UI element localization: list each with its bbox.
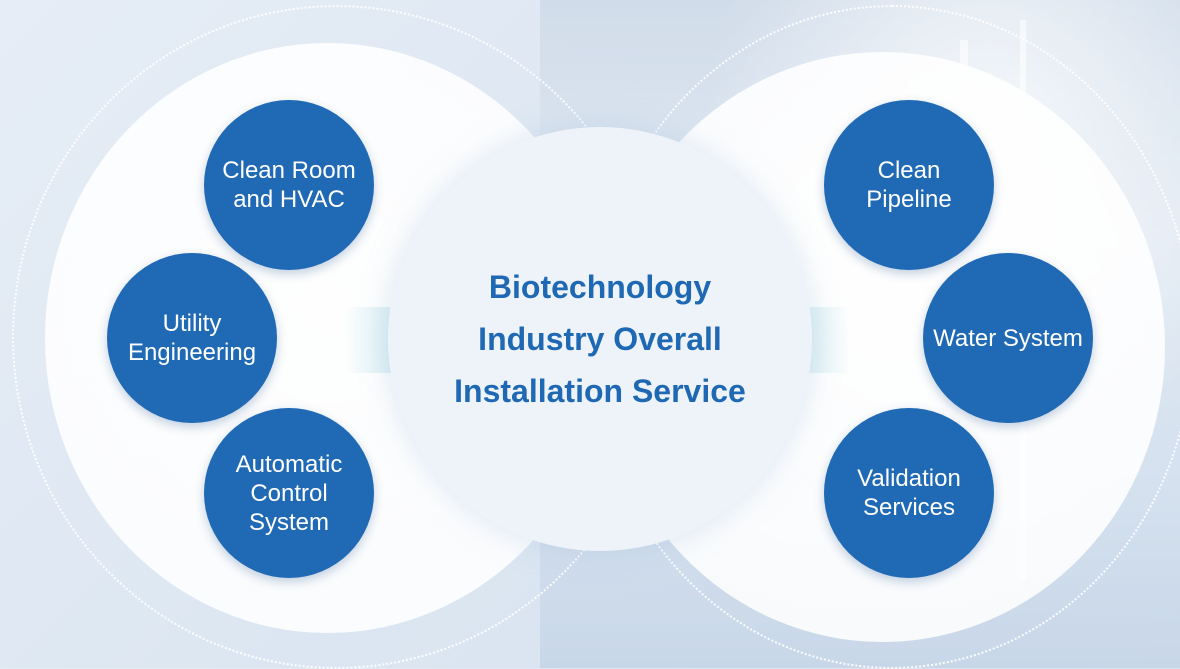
node-label: Automatic Control System <box>235 450 343 536</box>
node-clean-pipeline: Clean Pipeline <box>824 100 994 270</box>
center-title: Biotechnology Industry Overall Installat… <box>454 269 746 409</box>
node-validation-services: Validation Services <box>824 408 994 578</box>
node-label: Clean Pipeline <box>866 157 952 213</box>
node-utility-engineering: Utility Engineering <box>107 253 277 423</box>
center-circle: Biotechnology Industry Overall Installat… <box>388 127 812 551</box>
node-automatic-control-system: Automatic Control System <box>204 408 374 578</box>
node-label: Utility Engineering <box>127 310 257 366</box>
node-water-system: Water System <box>923 253 1093 423</box>
node-label: Water System <box>933 324 1083 352</box>
node-label: Validation Services <box>857 465 961 521</box>
node-clean-room-hvac: Clean Room and HVAC <box>204 100 374 270</box>
node-label: Clean Room and HVAC <box>222 157 356 213</box>
